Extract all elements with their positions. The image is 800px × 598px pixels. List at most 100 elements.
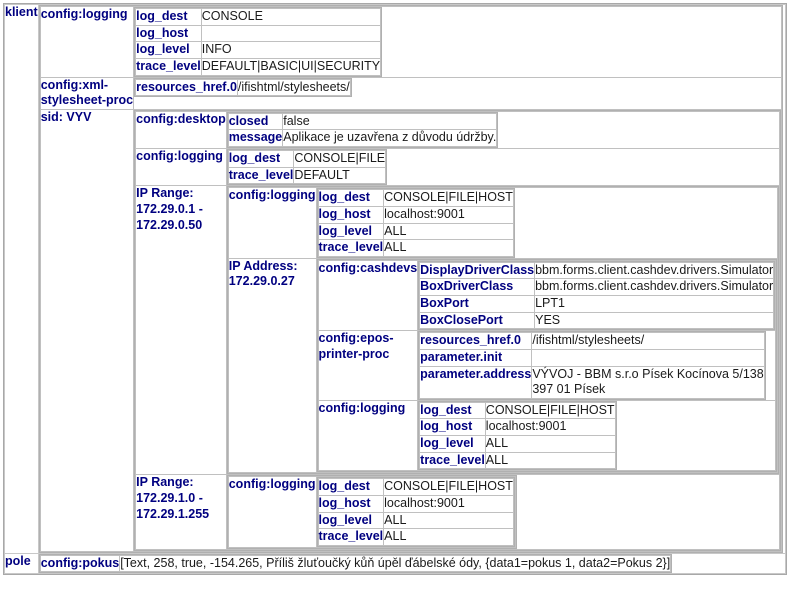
property-value: ALL <box>384 223 513 240</box>
table-row: parameter.init <box>420 349 764 366</box>
group-label: config:epos- printer-proc <box>318 331 418 400</box>
property-value: ALL <box>485 436 615 452</box>
table-row: log_host <box>136 25 381 42</box>
property-value: CONSOLE|FILE|HOST <box>384 190 513 206</box>
property-value: CONSOLE|FILE <box>294 151 386 167</box>
group-content: resources_href.0/ifishtml/stylesheets/ <box>134 77 782 109</box>
property-value: false <box>283 113 497 130</box>
property-value: /ifishtml/stylesheets/ <box>532 333 764 349</box>
section-pole-body: config:pokus[Text, 258, true, -154.265, … <box>40 555 671 572</box>
table-row: resources_href.0/ifishtml/stylesheets/ <box>420 333 764 349</box>
group-label: IP Address: 172.29.0.27 <box>228 258 316 473</box>
property-value: ALL <box>384 240 513 256</box>
property-key: log_level <box>318 512 384 529</box>
section-label-pole: pole <box>5 553 38 574</box>
property-key: message <box>228 130 283 146</box>
property-value: /ifishtml/stylesheets/ <box>237 79 350 96</box>
property-key: BoxClosePort <box>420 312 535 329</box>
property-value <box>201 25 381 42</box>
property-value: VÝVOJ - BBM s.r.o Písek Kocínova 5/138 3… <box>532 366 764 398</box>
property-key: log_level <box>420 436 485 452</box>
property-key: log_dest <box>228 151 294 167</box>
property-key: log_dest <box>318 479 384 495</box>
property-key: parameter.address <box>420 366 532 398</box>
property-value: ALL <box>384 529 513 545</box>
property-value: YES <box>535 312 774 329</box>
group-label: config:logging <box>136 149 226 186</box>
group-label: config:pokus <box>40 555 120 572</box>
property-key: DisplayDriverClass <box>420 262 535 279</box>
property-value: INFO <box>201 42 381 58</box>
property-key: closed <box>228 113 283 130</box>
section-klient-g1-body: resources_href.0/ifishtml/stylesheets/ <box>136 79 350 96</box>
property-key: log_host <box>136 25 201 42</box>
group-label: IP Range: 172.29.0.1 - 172.29.0.50 <box>136 186 226 475</box>
section-label-klient: klient <box>5 5 38 553</box>
property-value <box>532 349 764 366</box>
group-label: sid: VYV <box>40 109 134 551</box>
property-key: log_host <box>420 419 485 435</box>
property-value: bbm.forms.client.cashdev.drivers.Simulat… <box>535 262 774 279</box>
property-value: LPT1 <box>535 296 774 312</box>
section-klient-g2-g2-g1-g1-table: resources_href.0/ifishtml/stylesheets/pa… <box>418 331 766 400</box>
property-value: DEFAULT <box>294 167 386 184</box>
section-klient-g2-g2-g1-g1-body: resources_href.0/ifishtml/stylesheets/pa… <box>420 333 764 398</box>
group-label: config:logging <box>228 188 316 258</box>
property-value: ALL <box>485 452 615 469</box>
property-key: log_dest <box>136 9 201 25</box>
property-value: CONSOLE|FILE|HOST <box>384 479 513 495</box>
property-key: log_host <box>318 495 384 512</box>
group-content: resources_href.0/ifishtml/stylesheets/pa… <box>418 331 776 400</box>
group-value: [Text, 258, true, -154.265, Příliš žluťo… <box>120 555 671 572</box>
section-klient-g1-table: resources_href.0/ifishtml/stylesheets/ <box>134 77 352 98</box>
